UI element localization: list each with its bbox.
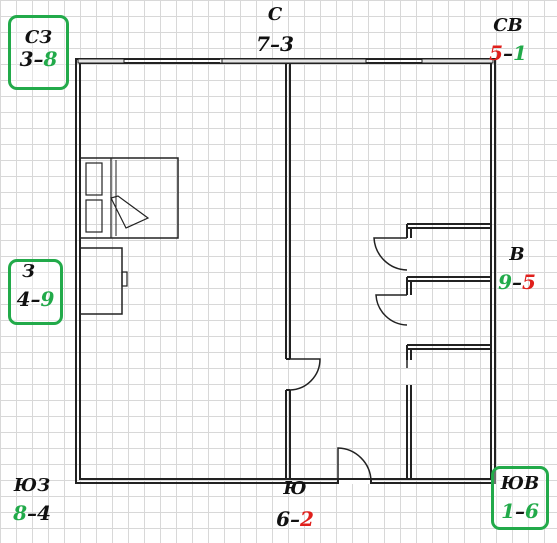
zone-e-label: В 9–5 [492, 244, 542, 294]
zone-w-num-a: 4 [16, 287, 31, 311]
zone-w-num-b: 9 [40, 287, 55, 311]
zone-nw-num-b: 8 [43, 47, 58, 71]
zone-se-num-b: 6 [525, 499, 539, 523]
zone-ne-num-a: 5 [489, 41, 503, 65]
zone-e-direction: В [509, 244, 525, 265]
door-central [289, 358, 321, 391]
zone-se-numbers: 1–6 [501, 499, 539, 523]
zone-e-numbers: 9–5 [498, 270, 536, 294]
zone-se-direction: ЮВ [500, 473, 540, 494]
zone-nw-label: СЗ 3–8 [8, 27, 69, 71]
blanket-fold [110, 195, 150, 229]
closet-wall-3 [407, 344, 491, 350]
zone-nw-box [8, 15, 69, 90]
window-nw [77, 58, 125, 64]
zone-s-direction: Ю [283, 478, 307, 499]
zone-n-num-a: 7 [256, 32, 270, 56]
zone-nw-numbers: 3–8 [19, 47, 58, 71]
closet-wall-vertical [406, 385, 412, 479]
zone-sw-label: ЮЗ 8–4 [2, 475, 62, 525]
zone-n-label: С 7–3 [245, 4, 305, 56]
zone-s-numbers: 6–2 [276, 507, 314, 531]
zone-sw-numbers: 8–4 [13, 501, 51, 525]
zone-se-label: ЮВ 1–6 [491, 473, 549, 523]
zone-n-numbers: 7–3 [256, 32, 294, 56]
zone-nw-direction: СЗ [24, 27, 53, 48]
desk-handle [121, 271, 128, 287]
closet-wall-1 [407, 223, 491, 229]
zone-w-direction: З [22, 261, 35, 282]
closet-wall-2 [407, 276, 491, 282]
zone-nw-num-a: 3 [19, 47, 34, 71]
zone-w-numbers: 4–9 [16, 287, 55, 311]
zone-sw-num-a: 8 [13, 501, 27, 525]
zone-e-num-b: 5 [522, 270, 536, 294]
zone-e-num-a: 9 [498, 270, 512, 294]
zone-sw-num-b: 4 [37, 501, 51, 525]
zone-se-box [491, 466, 549, 530]
door-closet-2 [375, 294, 408, 326]
zone-s-num-b: 2 [300, 507, 314, 531]
zone-ne-direction: СВ [493, 15, 523, 36]
zone-n-direction: С [267, 4, 283, 25]
bed [79, 157, 179, 239]
zone-n-num-b: 3 [280, 32, 294, 56]
door-closet-1 [373, 237, 408, 271]
zone-w-box [8, 259, 63, 325]
window-n [221, 58, 367, 64]
window-ne [421, 58, 494, 64]
zone-se-num-a: 1 [501, 499, 515, 523]
zone-ne-numbers: 5–1 [489, 41, 527, 65]
pillow-2 [85, 199, 103, 233]
zone-w-label: З 4–9 [8, 261, 63, 311]
door-entrance [337, 447, 372, 483]
desk [79, 247, 123, 315]
zone-ne-label: СВ 5–1 [478, 15, 538, 65]
pillow-1 [85, 162, 103, 196]
zone-ne-num-b: 1 [513, 41, 527, 65]
zone-s-num-a: 6 [276, 507, 290, 531]
zone-sw-direction: ЮЗ [13, 475, 51, 496]
zone-s-label: Ю 6–2 [267, 478, 323, 531]
